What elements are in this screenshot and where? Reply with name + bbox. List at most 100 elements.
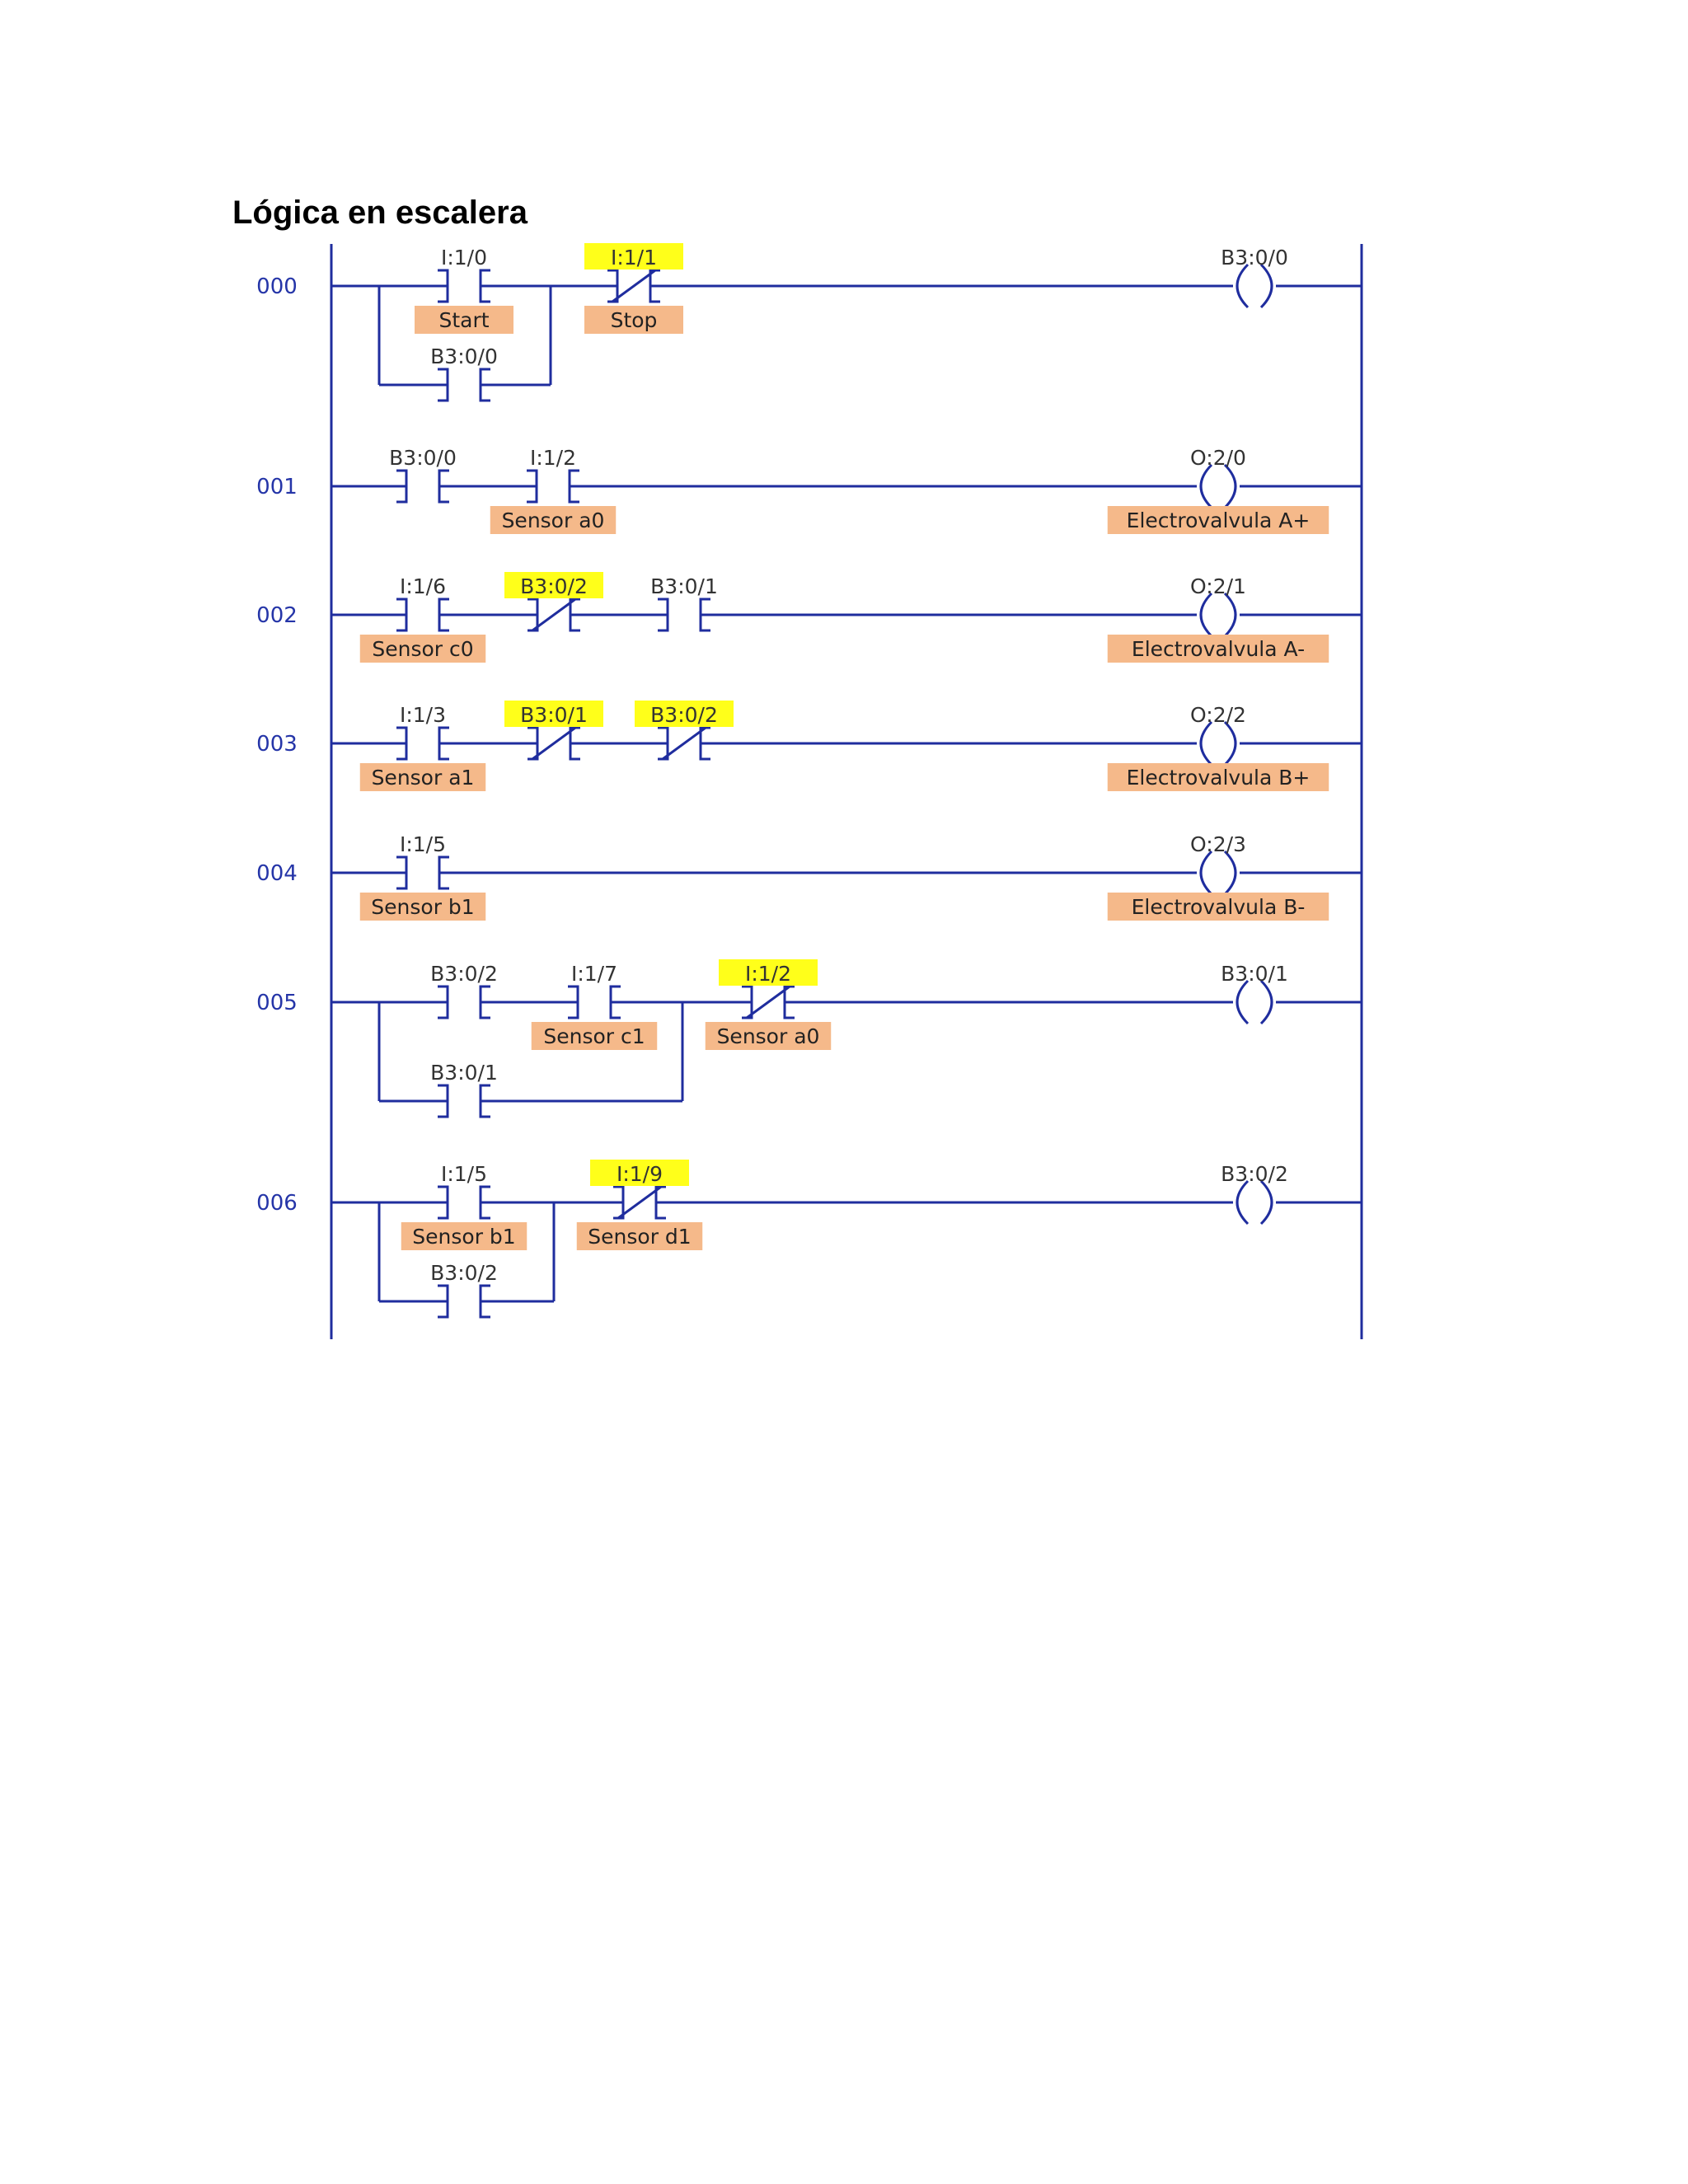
rung-004-no-1-label-box (359, 893, 486, 921)
rung-004-no-1-address: I:1/5 (400, 832, 446, 856)
rung-005-coil-4-coil (1236, 979, 1273, 1025)
rung-005-no-2-address: I:1/7 (571, 962, 617, 986)
rung-005-nc-3-label: Sensor a0 (717, 1024, 820, 1048)
rung-005-branch-no-contact-address: B3:0/1 (430, 1061, 498, 1085)
rung-004-coil-2-label: Electrovalvula B- (1132, 895, 1306, 919)
rung-002-no-3-address: B3:0/1 (650, 574, 718, 598)
rung-003-coil-4-coil-left-arc (1199, 720, 1213, 766)
rung-006-nc-2-label: Sensor d1 (588, 1225, 691, 1249)
rung-005-coil-4-address: B3:0/1 (1221, 962, 1288, 986)
rung-006-no-1-label-box (401, 1222, 528, 1250)
rung-number: 002 (256, 603, 298, 628)
rung-002-nc-2-address: B3:0/2 (520, 574, 588, 598)
rung-000-no-1-label-box (415, 306, 513, 334)
rung-002-coil-4-address: O:2/1 (1190, 574, 1246, 598)
rung-000-branch-no-contact-address: B3:0/0 (430, 344, 498, 368)
rung-006-nc-2-label-box (576, 1222, 703, 1250)
rung-number: 006 (256, 1191, 298, 1216)
rung-004-coil-2-address: O:2/3 (1190, 832, 1246, 856)
rung-001-coil-3-coil-left-arc (1199, 463, 1213, 509)
rung-004-no-1-label: Sensor b1 (371, 895, 474, 919)
rung-006-branch-no-contact-address: B3:0/2 (430, 1261, 498, 1285)
rung-005-nc-3-nc-contact-stroke (746, 985, 790, 1019)
rung-005-nc-3-address-highlight (719, 959, 818, 986)
rung-000-nc-2-label: Stop (611, 308, 658, 332)
rung-002-coil-4-coil (1199, 592, 1237, 638)
rung-001-no-2-label: Sensor a0 (502, 509, 605, 532)
rung-003-nc-3-nc-contact-stroke (662, 726, 706, 761)
rung-001-coil-3-address: O:2/0 (1190, 446, 1246, 470)
rung-001-no-2-address: I:1/2 (530, 446, 576, 470)
rung-002-nc-2-address-highlight (504, 572, 603, 598)
rung-003-coil-4-label-box (1107, 763, 1329, 791)
rung-005-nc-3-address: I:1/2 (745, 962, 791, 986)
rung-005-no-2-label-box (531, 1022, 658, 1050)
rung-002-no-1-address: I:1/6 (400, 574, 446, 598)
rung-001-coil-3-label: Electrovalvula A+ (1127, 509, 1311, 532)
rung-005-coil-4-coil-right-arc (1259, 979, 1273, 1025)
rung-005-nc-3-label-box (705, 1022, 832, 1050)
rung-005-no-2-label: Sensor c1 (543, 1024, 645, 1048)
rung-003-no-1-label-box (359, 763, 486, 791)
rung-004-coil-2-coil-right-arc (1223, 850, 1237, 896)
rung-000-coil-3-coil-left-arc (1236, 263, 1250, 309)
rung-006-nc-2-nc-contact-stroke (617, 1185, 662, 1220)
rung-number: 003 (256, 732, 298, 757)
rung-003-coil-4-address: O:2/2 (1190, 703, 1246, 727)
rung-004-coil-2-coil (1199, 850, 1237, 896)
rung-000-nc-2-address: I:1/1 (611, 246, 657, 269)
rung-006-coil-3-address: B3:0/2 (1221, 1162, 1288, 1186)
rung-002-coil-4-label-box (1107, 635, 1329, 663)
rung-003-nc-2-address-highlight (504, 701, 603, 727)
rung-002-nc-2-nc-contact-stroke (532, 598, 576, 632)
rung-000-no-1-address: I:1/0 (441, 246, 487, 269)
rung-006-coil-3-coil (1236, 1179, 1273, 1226)
rung-005-no-1-address: B3:0/2 (430, 962, 498, 986)
rung-000-nc-2-label-box (584, 306, 683, 334)
rung-006-nc-2-address: I:1/9 (617, 1162, 663, 1186)
rung-002-coil-4-coil-left-arc (1199, 592, 1213, 638)
page-title: Lógica en escalera (232, 194, 528, 231)
rung-003-no-1-address: I:1/3 (400, 703, 446, 727)
rung-003-coil-4-coil (1199, 720, 1237, 766)
rung-000-coil-3-coil (1236, 263, 1273, 309)
rung-003-nc-2-nc-contact-stroke (532, 726, 576, 761)
rung-003-nc-3-address: B3:0/2 (650, 703, 718, 727)
rung-002-no-1-label-box (359, 635, 486, 663)
rung-003-nc-2-address: B3:0/1 (520, 703, 588, 727)
rung-000-nc-2-address-highlight (584, 243, 683, 269)
rung-006-coil-3-coil-left-arc (1236, 1179, 1250, 1226)
rung-005-coil-4-coil-left-arc (1236, 979, 1250, 1025)
rung-003-coil-4-label: Electrovalvula B+ (1127, 766, 1311, 790)
rung-002-coil-4-label: Electrovalvula A- (1132, 637, 1305, 661)
rung-001-coil-3-coil-right-arc (1223, 463, 1237, 509)
rung-000-coil-3-coil-right-arc (1259, 263, 1273, 309)
rung-001-coil-3-label-box (1107, 506, 1329, 534)
rung-000-no-1-label: Start (438, 308, 489, 332)
rung-003-no-1-label: Sensor a1 (372, 766, 475, 790)
rung-006-no-1-label: Sensor b1 (412, 1225, 515, 1249)
rung-number: 005 (256, 991, 298, 1015)
rung-004-coil-2-coil-left-arc (1199, 850, 1213, 896)
rung-001-no-1-address: B3:0/0 (389, 446, 457, 470)
rung-003-coil-4-coil-right-arc (1223, 720, 1237, 766)
rung-003-nc-3-address-highlight (635, 701, 734, 727)
rung-001-coil-3-coil (1199, 463, 1237, 509)
rung-000-nc-2-nc-contact-stroke (612, 269, 656, 303)
rung-002-coil-4-coil-right-arc (1223, 592, 1237, 638)
rung-004-coil-2-label-box (1107, 893, 1329, 921)
rung-006-coil-3-coil-right-arc (1259, 1179, 1273, 1226)
rung-002-no-1-label: Sensor c0 (372, 637, 473, 661)
rung-006-nc-2-address-highlight (590, 1160, 689, 1186)
rung-number: 001 (256, 475, 298, 499)
rung-006-no-1-address: I:1/5 (441, 1162, 487, 1186)
rung-001-no-2-label-box (490, 506, 617, 534)
